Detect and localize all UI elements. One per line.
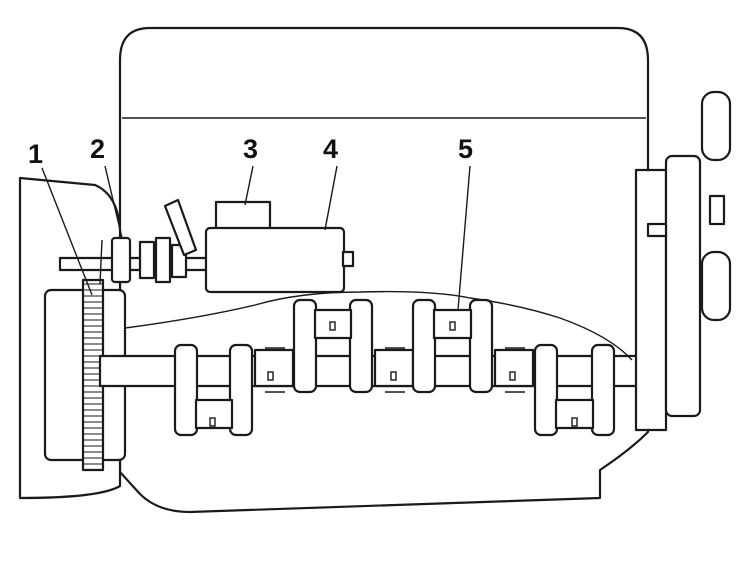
cutaway-line xyxy=(124,290,633,361)
component-4-housing xyxy=(204,226,355,294)
callout-2: 2 xyxy=(90,134,105,164)
crankshaft xyxy=(98,298,642,437)
flywheel-housing xyxy=(18,176,127,500)
leader-lines xyxy=(41,165,471,311)
flywheel-ring-gear xyxy=(81,278,105,472)
callout-3: 3 xyxy=(243,134,258,164)
callout-5: 5 xyxy=(458,134,473,164)
drive-assembly xyxy=(58,198,212,285)
fan-assembly xyxy=(634,90,732,432)
callout-1: 1 xyxy=(28,139,43,169)
callout-4: 4 xyxy=(323,134,338,164)
